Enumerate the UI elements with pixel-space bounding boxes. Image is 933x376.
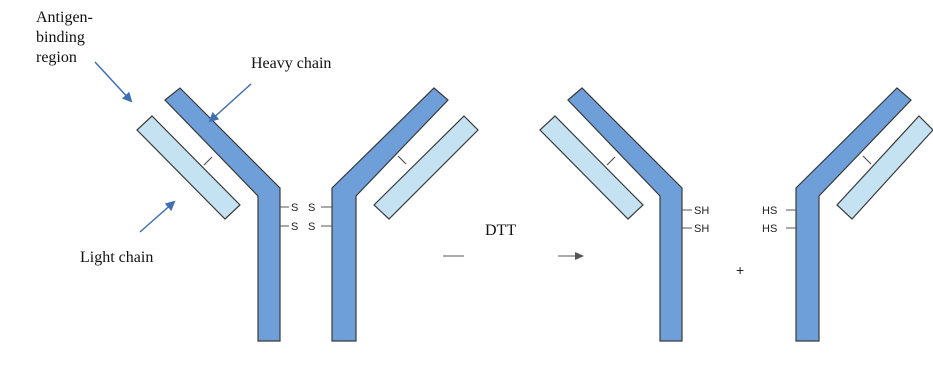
light-chain-reduced-left: [539, 115, 644, 220]
intact-antibody: S S S S: [136, 87, 479, 342]
light-chain-reduced-right: [836, 115, 933, 220]
heavy-chain-label: Heavy chain: [251, 55, 331, 72]
heavy-chain-reduced-left: [567, 87, 683, 342]
reduced-half-antibody-right: HS HS: [762, 87, 933, 342]
light-chain-arrow: [139, 200, 176, 233]
heavy-chain-right: [331, 87, 449, 342]
antigen-binding-label-line2: binding: [36, 29, 85, 46]
thiol-sh-bottom: SH: [694, 223, 709, 235]
antigen-binding-label-line1: Antigen-: [36, 9, 93, 26]
interchain-link-left: [203, 156, 213, 166]
antigen-binding-arrow: [94, 61, 133, 103]
disulfide-s-right-top: S: [308, 202, 315, 214]
disulfide-s-left-top: S: [291, 202, 298, 214]
heavy-chain-left: [164, 87, 281, 342]
dtt-label: DTT: [485, 222, 516, 239]
heavy-chain-arrow: [208, 83, 252, 123]
reduced-half-antibody-left: SH SH: [539, 87, 709, 342]
thiol-sh-top: SH: [694, 205, 709, 217]
plus-sign: +: [736, 262, 744, 278]
light-chain-left: [136, 115, 241, 220]
antigen-binding-label-line3: region: [36, 49, 77, 66]
thiol-hs-top: HS: [762, 205, 777, 217]
disulfide-bonds: S S S S: [280, 202, 332, 233]
light-chain-right: [373, 115, 479, 220]
disulfide-s-right-bottom: S: [308, 221, 315, 233]
disulfide-s-left-bottom: S: [291, 221, 298, 233]
heavy-chain-reduced-right: [795, 87, 912, 342]
thiol-hs-bottom: HS: [762, 223, 777, 235]
light-chain-label: Light chain: [80, 249, 153, 266]
interchain-link-right: [397, 155, 407, 165]
interchain-link-reduced-left: [606, 156, 616, 166]
interchain-link-reduced-right: [862, 155, 872, 165]
